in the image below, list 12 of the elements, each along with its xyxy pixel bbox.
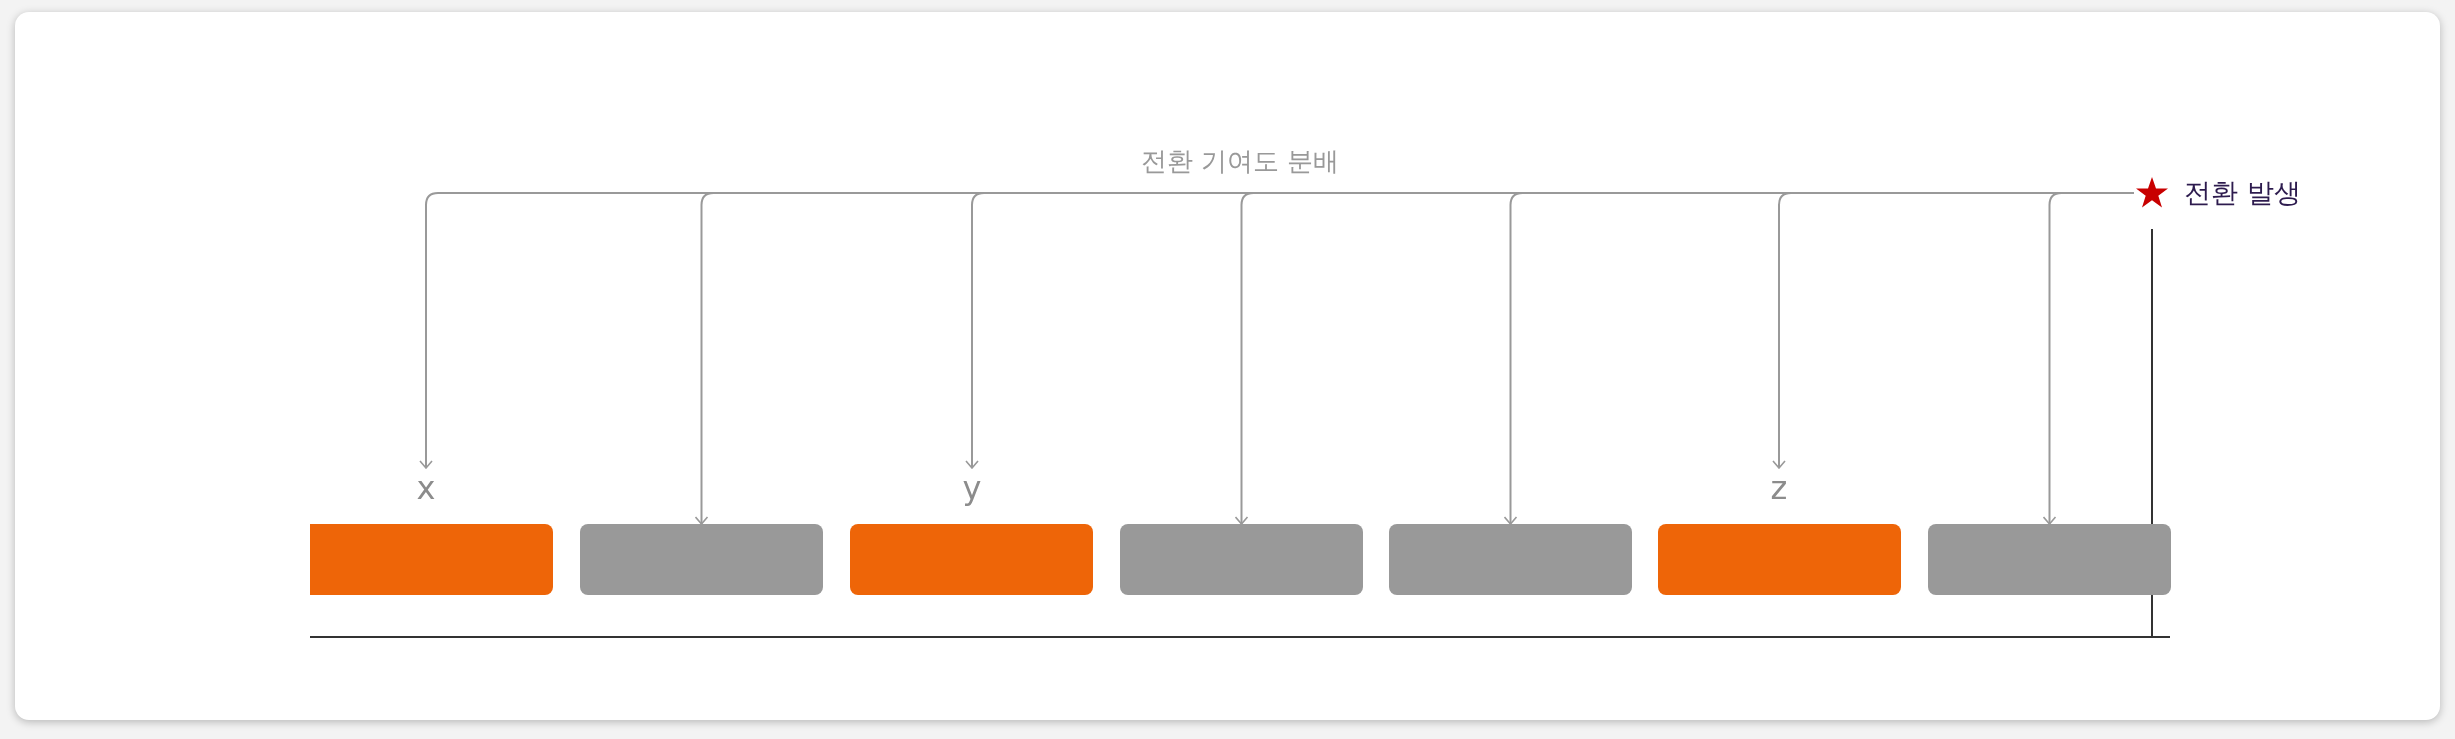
- timeline-bar: [310, 524, 553, 595]
- timeline-bar: [580, 524, 823, 595]
- timeline-bar: [1658, 524, 1901, 595]
- flow-title: 전환 기여도 분배: [1139, 145, 1341, 178]
- variable-label: y: [952, 468, 992, 510]
- event-label: 전환 발생: [2184, 176, 2301, 210]
- timeline-bar: [1120, 524, 1363, 595]
- timeline-bar: [1928, 524, 2171, 595]
- timeline-bar: [850, 524, 1093, 595]
- timeline-bar: [1389, 524, 1632, 595]
- variable-label: x: [406, 468, 446, 510]
- variable-label: z: [1759, 468, 1799, 510]
